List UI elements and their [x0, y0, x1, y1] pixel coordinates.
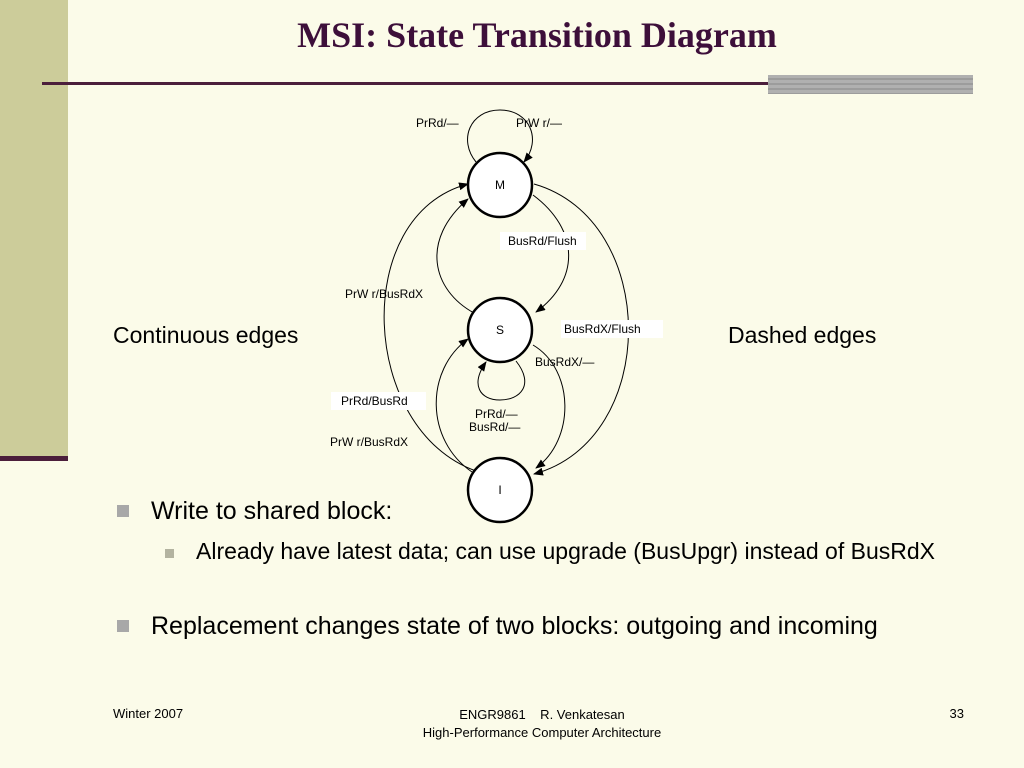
left-decor-bar: [0, 0, 68, 458]
label-s-self-prrd: PrRd/—: [475, 407, 518, 421]
edge-m-self-loop: [467, 109, 533, 163]
sub-bullet-square-icon: [165, 549, 174, 558]
label-s-self-busrd: BusRd/—: [469, 420, 520, 434]
footer-page-number: 33: [949, 706, 964, 721]
dashed-edges-label: Dashed edges: [728, 322, 877, 348]
continuous-edges-label: Continuous edges: [113, 322, 299, 348]
footer-course: ENGR9861 R. Venkatesan High-Performance …: [362, 706, 722, 742]
label-bg-m-to-s: [500, 232, 586, 250]
label-bg-m-to-i: [561, 320, 663, 338]
slide-title: MSI: State Transition Diagram: [297, 15, 777, 55]
label-m-self-prrd: PrRd/—: [416, 116, 459, 130]
state-m-label: M: [495, 178, 505, 192]
footer-date: Winter 2007: [113, 706, 184, 721]
edge-s-self-loop: [477, 360, 526, 401]
label-m-to-s: BusRd/Flush: [508, 234, 577, 248]
state-s: S: [466, 296, 534, 364]
footer-course-line: ENGR9861 R. Venkatesan: [459, 707, 625, 722]
label-m-self-prwr: PrW r/—: [516, 116, 562, 130]
edge-i-to-s: [435, 338, 473, 473]
edge-s-to-m: [436, 198, 475, 314]
label-s-to-m: PrW r/BusRdX: [345, 287, 423, 301]
bullet-square-icon: [117, 505, 129, 517]
label-s-to-i: BusRdX/—: [535, 355, 594, 369]
label-bg-i-to-s: [331, 392, 426, 410]
title-rule: [42, 82, 822, 85]
footer-course-subtitle: High-Performance Computer Architecture: [422, 725, 662, 740]
bullet-square-icon: [117, 620, 129, 632]
edge-s-to-i: [532, 344, 566, 469]
edge-m-to-s: [532, 194, 570, 313]
bullet-replacement: Replacement changes state of two blocks:…: [151, 612, 878, 640]
edge-i-to-m: [383, 182, 477, 472]
label-i-to-s: PrRd/BusRd: [341, 394, 408, 408]
sub-bullet-upgrade: Already have latest data; can use upgrad…: [196, 538, 935, 564]
bullet-write-shared: Write to shared block:: [151, 497, 393, 525]
title-accent-bar: [768, 75, 973, 94]
state-i-label: I: [498, 483, 501, 497]
left-decor-rule: [0, 456, 68, 461]
state-s-label: S: [496, 323, 504, 337]
label-i-to-m: PrW r/BusRdX: [330, 435, 408, 449]
label-m-to-i: BusRdX/Flush: [564, 322, 641, 336]
state-i: I: [466, 456, 534, 524]
state-m: M: [466, 151, 534, 219]
